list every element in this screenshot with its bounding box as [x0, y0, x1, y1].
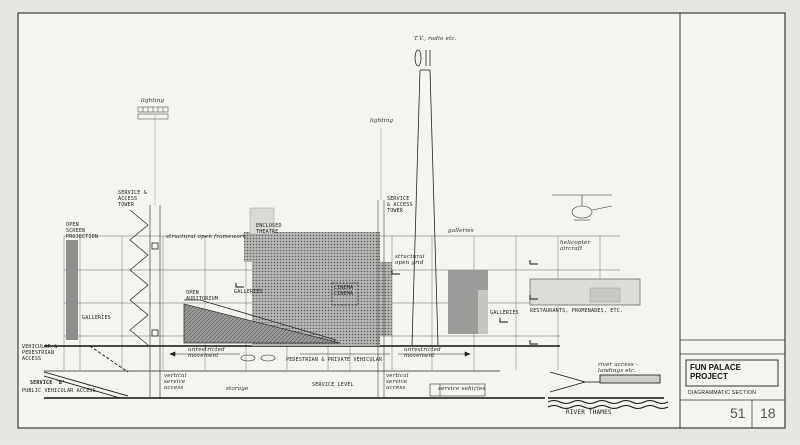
- drawing-border: [17, 12, 786, 429]
- service-tower-right-label: SERVICE & ACCESS TOWER: [387, 196, 413, 214]
- galleries-mid-label: GALLERIES: [234, 289, 263, 295]
- public-vehicular-label: PUBLIC VEHICULAR ACCESS: [22, 388, 96, 394]
- restaurants-label: RESTAURANTS, PROMENADES, ETC.: [530, 308, 624, 314]
- sheet-number: 51: [730, 405, 746, 421]
- service-tower-right: [377, 128, 385, 398]
- service-b-label: SERVICE 'B': [30, 380, 66, 386]
- project-title: FUN PALACE PROJECT: [690, 363, 741, 381]
- gallery-markers: [235, 260, 538, 345]
- service-tower-left-label: SERVICE & ACCESS TOWER: [118, 190, 147, 208]
- storage-label: storage: [226, 386, 249, 392]
- open-screen-label: OPEN SCREEN PROJECTION: [66, 222, 99, 240]
- theatre-fly-tower: [249, 207, 275, 235]
- enclosed-theatre-label: ENCLOSED THEATRE: [256, 223, 282, 235]
- river-landing: [547, 371, 669, 409]
- service-vehicles-label: service vehicles: [438, 386, 486, 392]
- unrestricted-right-label: unrestricted movement: [404, 347, 441, 359]
- drawing-title: DIAGRAMMATIC SECTION: [688, 390, 757, 396]
- vehicular-access-label: VEHICULAR & PEDESTRIAN ACCESS: [22, 344, 58, 362]
- enclosed-theatre-mass: [244, 232, 392, 346]
- helicopter-sketch: [552, 194, 613, 221]
- open-screen-panel: [66, 240, 78, 340]
- galleries-right-label: GALLERIES: [490, 310, 519, 316]
- cinema-label: CINEMA CINEMA: [334, 285, 354, 297]
- unrestricted-left-label: unrestricted movement: [188, 347, 225, 359]
- tv-mast: [411, 49, 439, 346]
- service-tower-left: [129, 115, 161, 398]
- river-access-label: river access - landings etc.: [598, 362, 638, 374]
- cinema-box: [331, 282, 359, 306]
- auditorium-rake: [183, 303, 341, 344]
- vehicular-ramp: [43, 345, 129, 399]
- helicopter-label: helicopter aircraft: [560, 240, 591, 252]
- movement-arrows: [169, 351, 471, 362]
- open-auditorium-label: OPEN AUDITORIUM: [186, 290, 219, 302]
- structural-grid-right-label: structural open grid: [395, 254, 425, 266]
- lighting-right-label: lighting: [370, 118, 394, 124]
- title-block-frame: [680, 339, 785, 428]
- galleries-left-label: GALLERIES: [82, 315, 111, 321]
- service-vehicles: [429, 383, 486, 397]
- structural-grid-left-label: structural open framework: [166, 234, 247, 240]
- tv-radio-label: T.V., radio etc.: [414, 36, 457, 42]
- sheet-count: 18: [760, 405, 776, 421]
- restaurant-platform: [529, 278, 641, 306]
- lighting-rig-left: [137, 106, 169, 120]
- pedestrian-label: PEDESTRIAN & PRIVATE VEHICULAR: [286, 357, 383, 363]
- river-thames-label: RIVER THAMES: [566, 409, 612, 416]
- lighting-left-label: lighting: [141, 98, 165, 104]
- gallery-top-label: galleries: [448, 228, 474, 234]
- vertical-access-left-label: vertical service access: [164, 373, 187, 391]
- vertical-access-right-label: vertical service access: [386, 373, 409, 391]
- service-level-label: SERVICE LEVEL: [312, 382, 354, 388]
